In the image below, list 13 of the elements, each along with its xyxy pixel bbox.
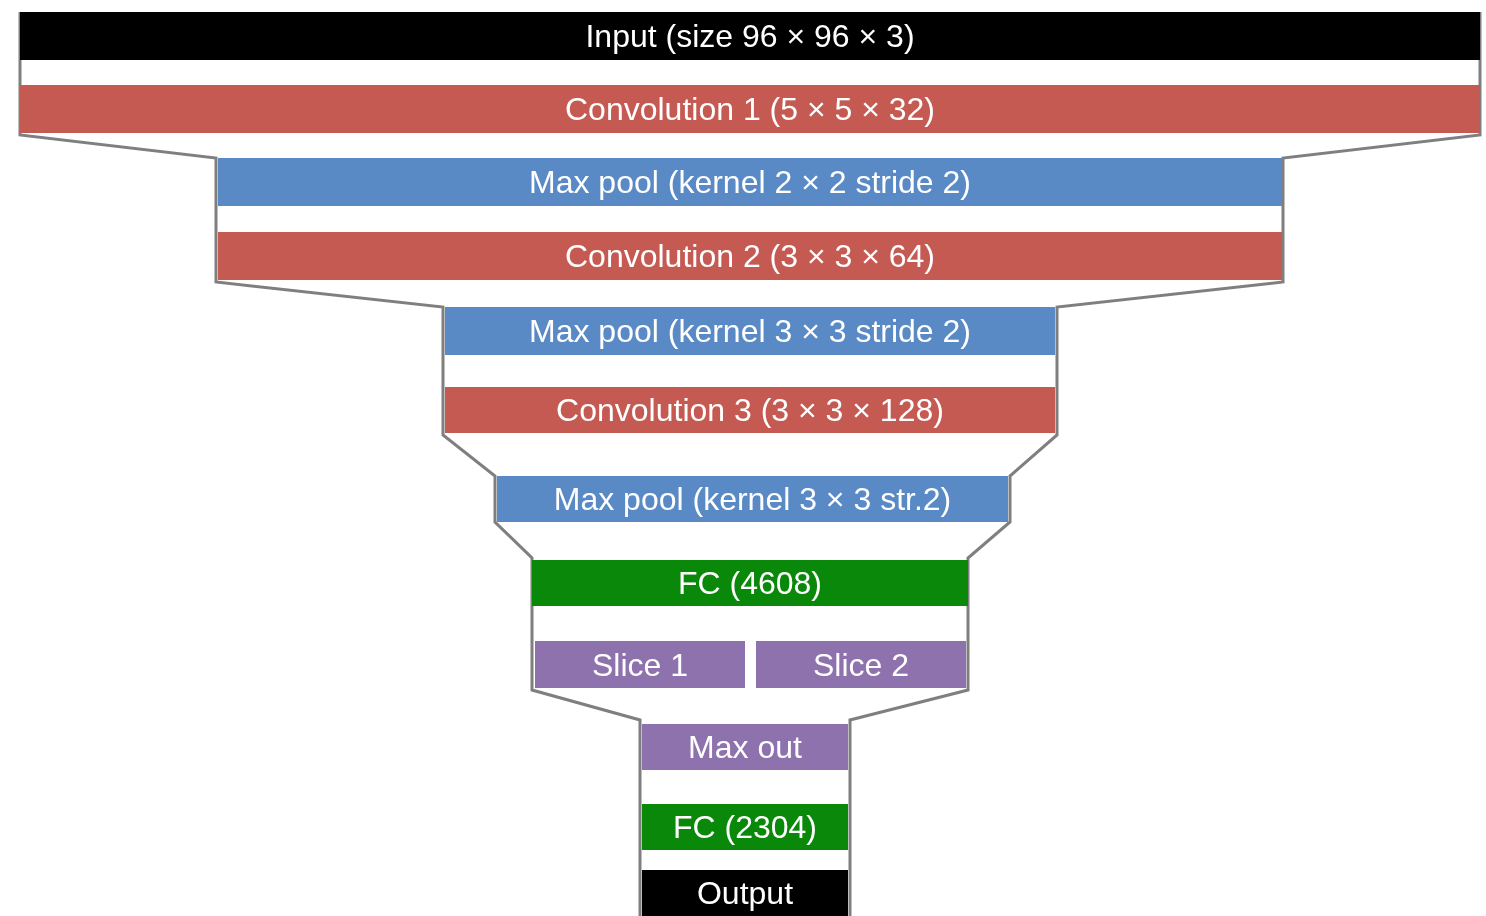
max-pool-layer-bar: Max pool (kernel 3 × 3 stride 2) (445, 307, 1055, 355)
max-pool-layer-bar: Max pool (kernel 2 × 2 stride 2) (218, 158, 1282, 206)
max-pool-layer-bar: Max pool (kernel 3 × 3 str.2) (497, 476, 1008, 522)
maxout-layer-bar: Max out (642, 724, 848, 770)
input-layer-bar: Input (size 96 × 96 × 3) (20, 12, 1480, 60)
output-layer-bar: Output (642, 870, 848, 916)
fully-connected-layer-bar: FC (2304) (642, 804, 848, 850)
convolution-layer-bar: Convolution 2 (3 × 3 × 64) (218, 232, 1282, 280)
fully-connected-layer-bar: FC (4608) (532, 560, 968, 606)
convolution-layer-bar: Convolution 1 (5 × 5 × 32) (20, 85, 1480, 133)
slice-layer-bar: Slice 2 (756, 641, 966, 688)
convolution-layer-bar: Convolution 3 (3 × 3 × 128) (445, 387, 1055, 433)
slice-layer-bar: Slice 1 (535, 641, 745, 688)
